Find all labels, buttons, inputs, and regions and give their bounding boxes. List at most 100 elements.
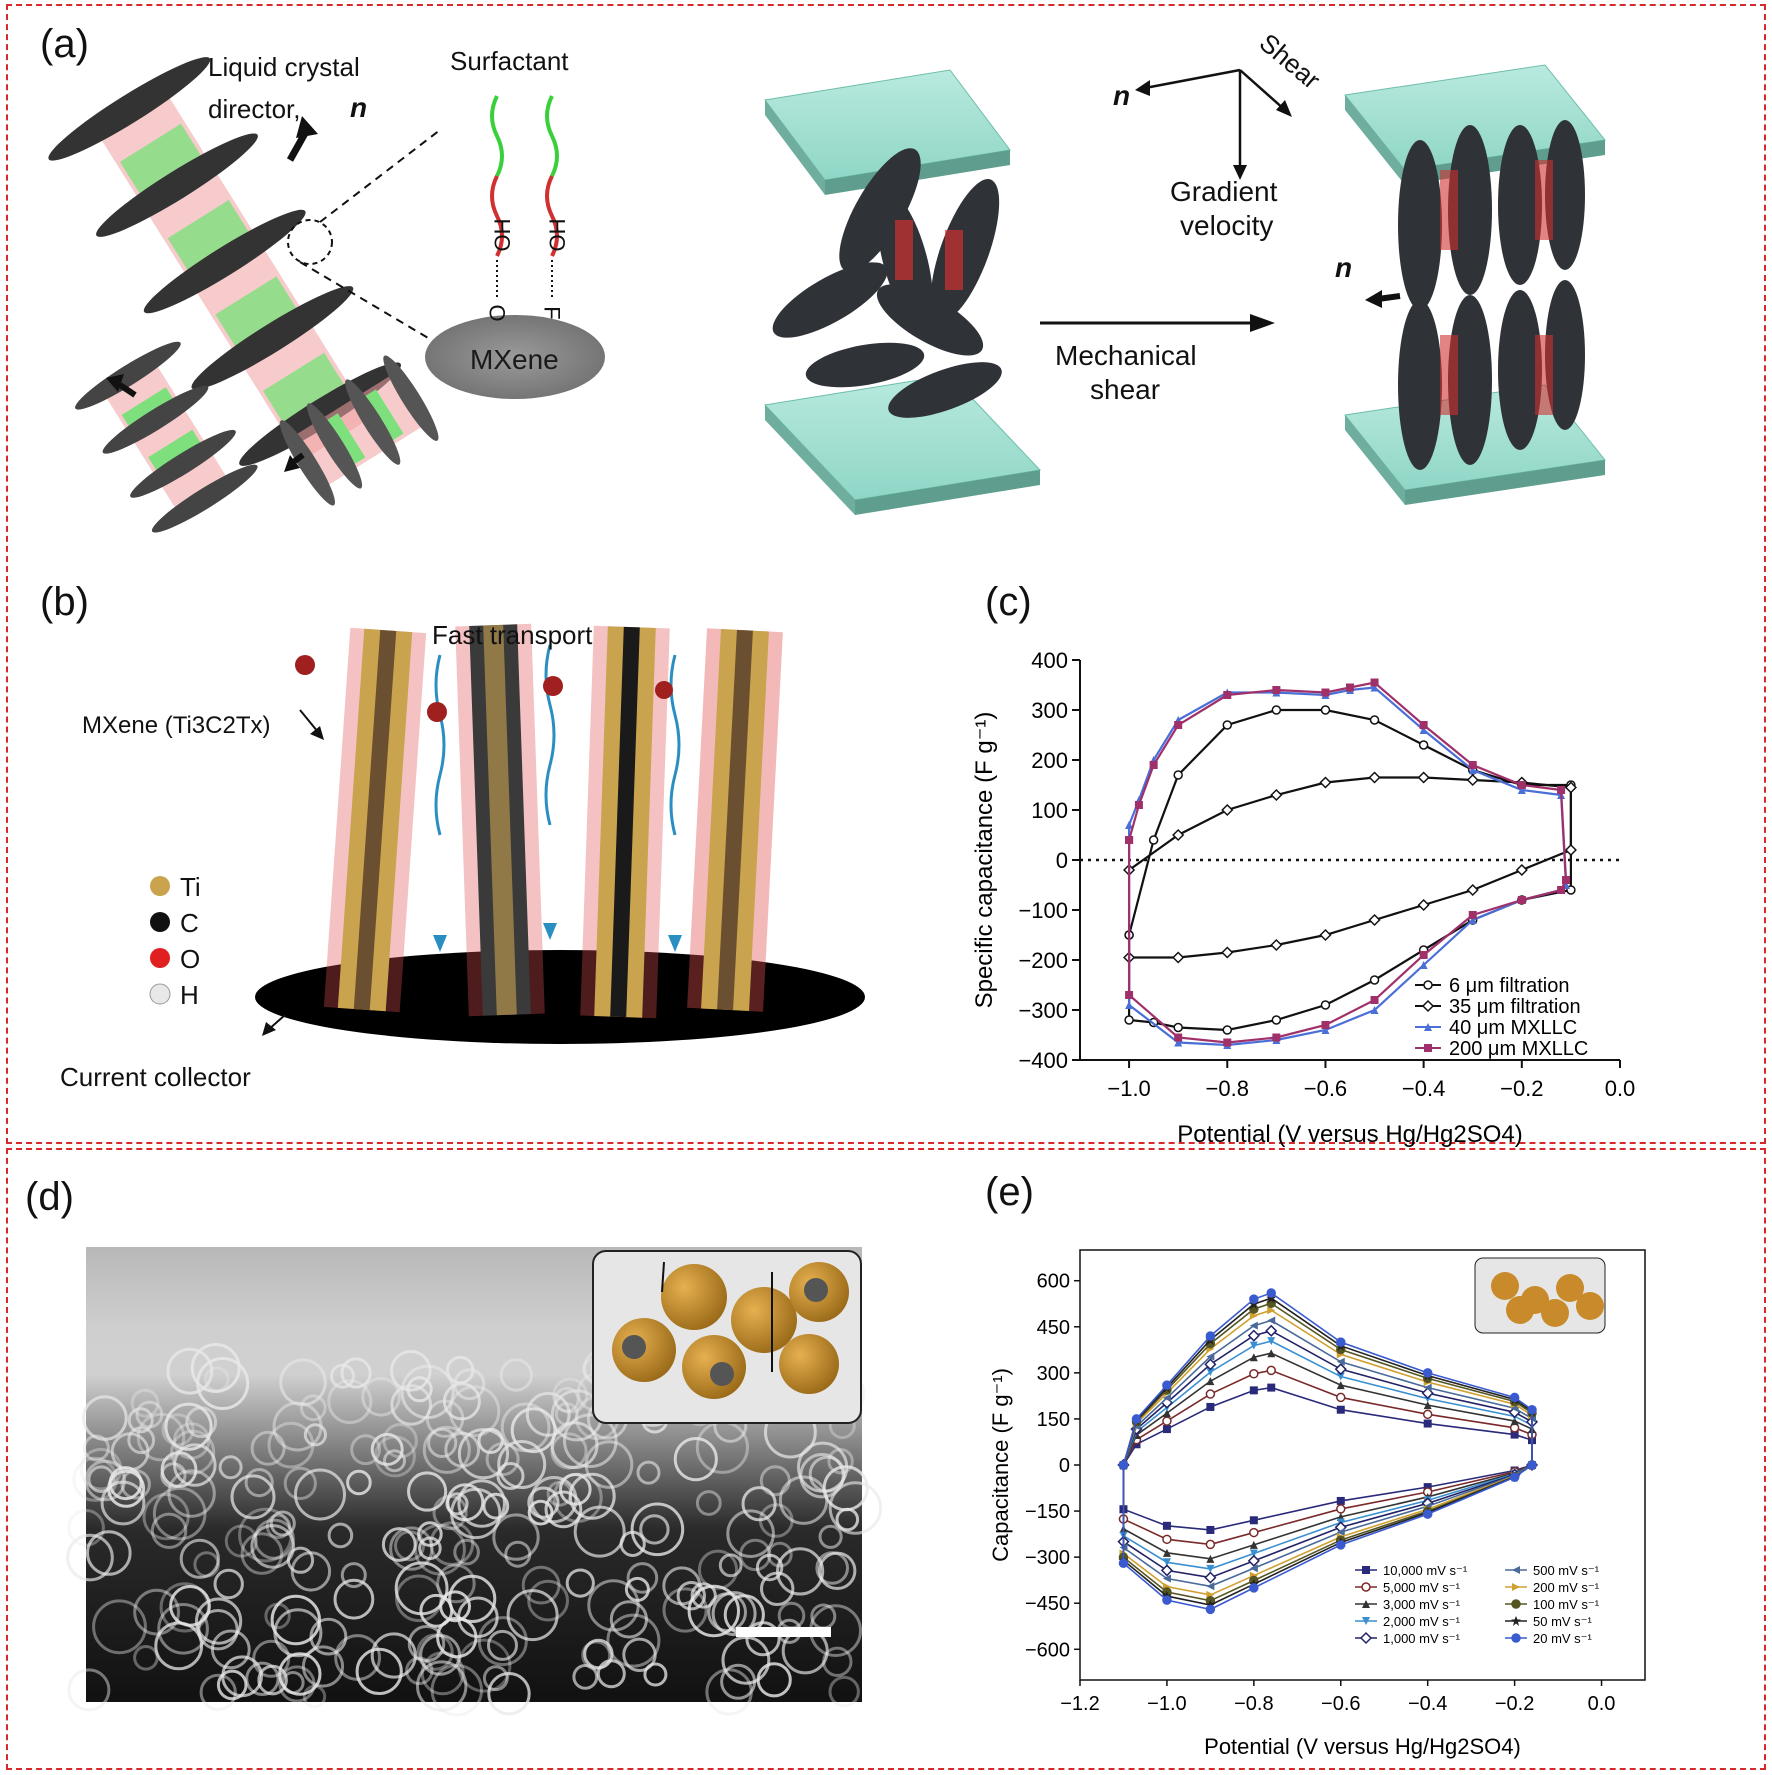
c-data-point <box>1370 683 1379 692</box>
c-xtick-label: −0.8 <box>1206 1076 1249 1101</box>
sem-particle <box>630 1502 685 1557</box>
sem-particle <box>417 1521 443 1547</box>
e-data-point <box>1131 1414 1142 1424</box>
panel-b-illustration <box>149 623 865 1044</box>
c-data-point <box>1223 691 1232 699</box>
sem-particle <box>818 1551 857 1590</box>
c-data-point <box>1148 835 1159 845</box>
e-legend-label: 10,000 mV s⁻¹ <box>1383 1563 1468 1578</box>
sem-particle <box>87 1465 115 1493</box>
sem-particle <box>553 1386 580 1413</box>
sem-particle <box>66 1533 114 1582</box>
e-ytick-label: −300 <box>1025 1547 1070 1569</box>
e-xtick-label: 0.0 <box>1588 1693 1616 1715</box>
e-data-point <box>1249 1341 1258 1350</box>
e-data-point <box>1249 1564 1258 1573</box>
sem-particle <box>818 1524 843 1549</box>
sem-particle <box>487 1629 518 1661</box>
e-data-point <box>1510 1417 1519 1426</box>
e-legend-marker <box>1362 1600 1370 1608</box>
e-data-point <box>1162 1558 1171 1567</box>
sem-micrograph <box>66 1247 883 1717</box>
sem-particle <box>390 1384 433 1426</box>
sem-particle <box>161 1413 195 1447</box>
e-ytick-label: 450 <box>1037 1317 1070 1339</box>
sem-particle <box>527 1486 560 1519</box>
e-data-point <box>1249 1369 1259 1379</box>
e-data-point <box>1336 1381 1345 1390</box>
sem-particle <box>67 1668 111 1712</box>
c-legend-marker <box>1423 980 1433 990</box>
sem-particle <box>152 1486 207 1541</box>
sem-particle <box>436 1616 478 1659</box>
sem-particle <box>552 1472 603 1523</box>
e-ytick-label: 600 <box>1037 1271 1070 1293</box>
e-legend-marker <box>1511 1599 1521 1609</box>
sem-particle <box>442 1382 481 1421</box>
sem-particle <box>72 1456 118 1502</box>
e-inset-sphere <box>1576 1292 1604 1320</box>
sem-particle <box>676 1581 706 1611</box>
c-data-point <box>1270 938 1283 952</box>
e-data-point <box>1336 1372 1345 1381</box>
e-ytick-label: −150 <box>1025 1501 1070 1523</box>
sem-particle <box>457 1638 512 1693</box>
e-data-point <box>1162 1521 1171 1530</box>
gradient-label: Gradient <box>1170 176 1278 207</box>
sem-particle <box>439 1590 472 1623</box>
sem-particle <box>82 1395 128 1441</box>
e-data-point <box>1205 1389 1216 1399</box>
legend-o-dot <box>150 948 170 968</box>
e-data-point <box>1247 1554 1260 1567</box>
sem-particle <box>395 1574 443 1623</box>
sem-particle <box>721 1635 771 1685</box>
c-data-point <box>1468 761 1477 769</box>
e-data-point <box>1249 1527 1259 1538</box>
c-data-point <box>1272 1033 1281 1042</box>
e-data-point <box>1162 1409 1171 1418</box>
sem-particle <box>457 1428 510 1480</box>
e-ylabel: Capacitance (F g⁻¹) <box>988 1368 1013 1562</box>
c-legend-label: 40 μm MXLLC <box>1449 1017 1577 1039</box>
top-frame <box>6 4 1766 1144</box>
c-data-point <box>1369 975 1380 985</box>
e-data-point <box>1162 1425 1171 1434</box>
sem-particle <box>799 1453 845 1499</box>
c-data-point <box>1272 686 1281 694</box>
e-data-point <box>1206 1582 1215 1591</box>
c-data-point <box>1271 1015 1282 1025</box>
sem-particle <box>166 1347 214 1395</box>
sem-particle <box>835 1507 860 1532</box>
e-ytick-label: 0 <box>1059 1455 1070 1477</box>
sem-particle <box>606 1613 661 1668</box>
sem-particle <box>419 1634 462 1676</box>
sem-particle <box>370 1432 404 1466</box>
e-data-point <box>1162 1380 1172 1390</box>
e-data-point <box>1509 1392 1520 1403</box>
sem-particle <box>216 1669 248 1701</box>
sem-particle <box>133 1588 180 1636</box>
sem-particle <box>497 1440 547 1489</box>
e-legend-label: 500 mV s⁻¹ <box>1533 1563 1600 1578</box>
e-data-point <box>1160 1564 1173 1577</box>
e-data-point <box>1162 1548 1171 1557</box>
sem-particle <box>405 1656 434 1685</box>
sem-particle <box>299 1394 327 1422</box>
f-atom-label: F <box>539 306 565 320</box>
c-data-point <box>1417 898 1430 912</box>
sem-particle <box>279 1358 327 1407</box>
lc-director-label: Liquid crystal <box>208 52 360 82</box>
sem-particle <box>760 1571 795 1606</box>
c-data-point <box>1419 951 1428 959</box>
c-data-point <box>1125 836 1134 844</box>
sem-particle <box>340 1357 372 1389</box>
sem-particle <box>496 1462 525 1490</box>
sem-particle <box>309 1617 348 1656</box>
sem-particle <box>370 1632 417 1679</box>
e-legend-marker <box>1511 1633 1521 1643</box>
scale-bar <box>736 1627 831 1637</box>
n-axis-label: n <box>1113 80 1131 111</box>
c-data-point <box>1222 1025 1233 1035</box>
c-data-point <box>1222 720 1233 730</box>
e-xtick-label: −0.6 <box>1321 1693 1360 1715</box>
